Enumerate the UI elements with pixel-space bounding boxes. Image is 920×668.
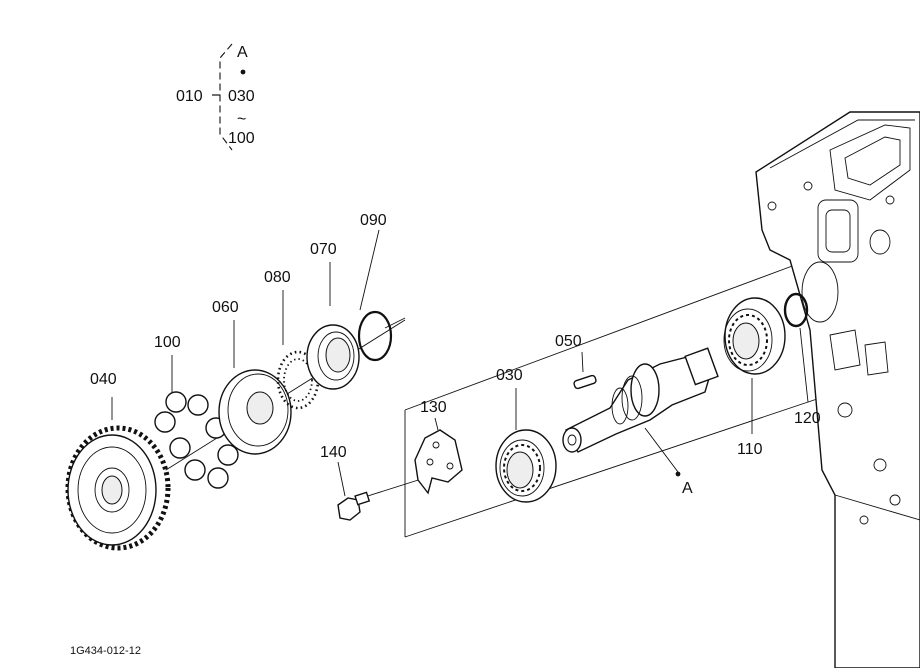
snap-ring-090 xyxy=(357,229,406,362)
shaft-ref-letter: A xyxy=(682,480,693,497)
assembly-axis xyxy=(149,264,836,538)
callout-060: 060 xyxy=(212,299,239,316)
callout-080: 080 xyxy=(264,269,291,286)
circlip-120 xyxy=(783,292,809,403)
group-range-symbol: ~ xyxy=(237,111,246,128)
bearing-race-070 xyxy=(306,262,360,390)
callout-030: 030 xyxy=(496,367,523,384)
shaft xyxy=(562,347,719,477)
callout-040: 040 xyxy=(90,371,117,388)
group-bracket: 010 A 030 ~ 100 xyxy=(176,43,255,151)
callout-050: 050 xyxy=(555,333,582,350)
callout-140: 140 xyxy=(320,444,347,461)
group-dot-icon xyxy=(240,69,246,75)
callout-120: 120 xyxy=(794,410,821,427)
shaft-ref-dot-icon xyxy=(675,471,681,477)
callout-110: 110 xyxy=(737,441,763,458)
ball-bearing-030 xyxy=(495,388,557,503)
callout-070: 070 xyxy=(310,241,337,258)
callout-090: 090 xyxy=(360,212,387,229)
callout-100: 100 xyxy=(154,334,181,351)
gear-040 xyxy=(65,397,171,551)
group-range-end: 100 xyxy=(228,130,255,147)
thrust-plate-060 xyxy=(218,320,292,455)
drawing-code: 1G434-012-12 xyxy=(70,645,141,657)
group-range-start: 030 xyxy=(228,88,255,105)
engine-housing xyxy=(755,111,920,668)
stopper-130 xyxy=(414,417,463,495)
ball-bearing-110 xyxy=(723,297,786,434)
group-id-label: 010 xyxy=(176,88,203,105)
callout-130: 130 xyxy=(420,399,447,416)
key-050 xyxy=(573,351,597,390)
group-ref-letter: A xyxy=(237,44,248,61)
bolt-140 xyxy=(337,461,371,521)
